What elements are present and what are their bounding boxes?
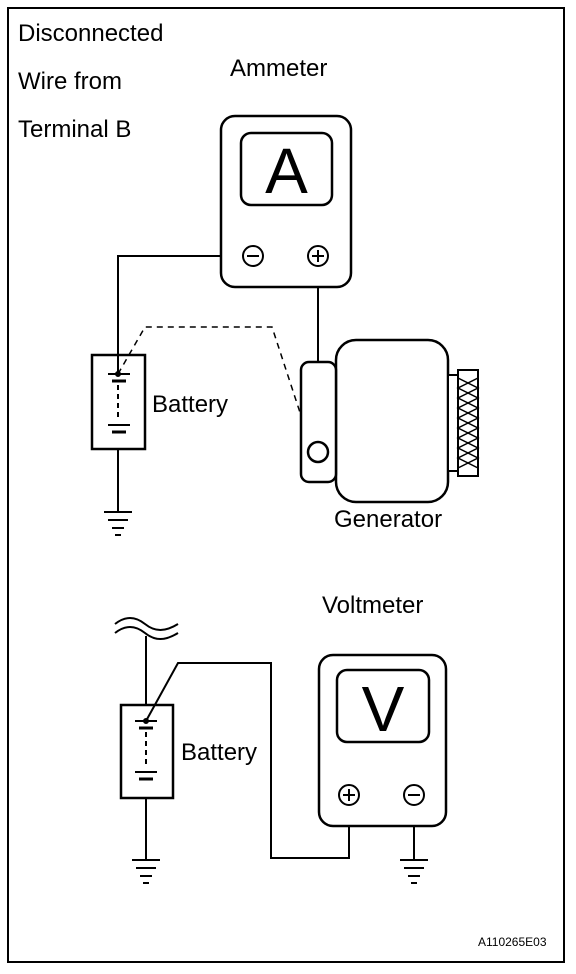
voltmeter-positive-terminal (338, 784, 360, 806)
ammeter-title: Ammeter (230, 55, 328, 82)
voltmeter-title: Voltmeter (322, 592, 424, 619)
wire-ammeter-to-battery (117, 255, 221, 374)
wire-battery-to-voltmeter (145, 662, 350, 859)
voltmeter-letter: V (362, 673, 405, 745)
figure-code: A110265E03 (478, 935, 547, 949)
generator-body (334, 338, 450, 504)
ammeter-letter: A (265, 135, 308, 207)
battery-top (90, 353, 147, 536)
ammeter: A (219, 114, 353, 289)
note-line-2: Wire from (18, 68, 122, 95)
voltmeter-negative-terminal (403, 784, 425, 806)
voltmeter-display (335, 668, 431, 744)
note-line-1: Disconnected (18, 20, 164, 47)
pulley-hub (447, 374, 459, 472)
note-line-3: Terminal B (18, 116, 132, 143)
terminal-b (306, 440, 330, 464)
battery-bottom (119, 703, 175, 884)
battery-top-label: Battery (152, 391, 229, 418)
ammeter-display (239, 131, 334, 207)
battery-bottom-label: Battery (181, 739, 258, 766)
generator-label: Generator (334, 506, 443, 533)
generator-terminal-block (299, 360, 338, 484)
generator (299, 338, 480, 504)
ammeter-positive-terminal (307, 245, 329, 267)
wire-break-icon (114, 617, 179, 640)
diagram-frame (7, 7, 565, 963)
ammeter-negative-terminal (242, 245, 264, 267)
voltmeter: V (317, 653, 448, 884)
disconnected-wire (117, 326, 311, 444)
